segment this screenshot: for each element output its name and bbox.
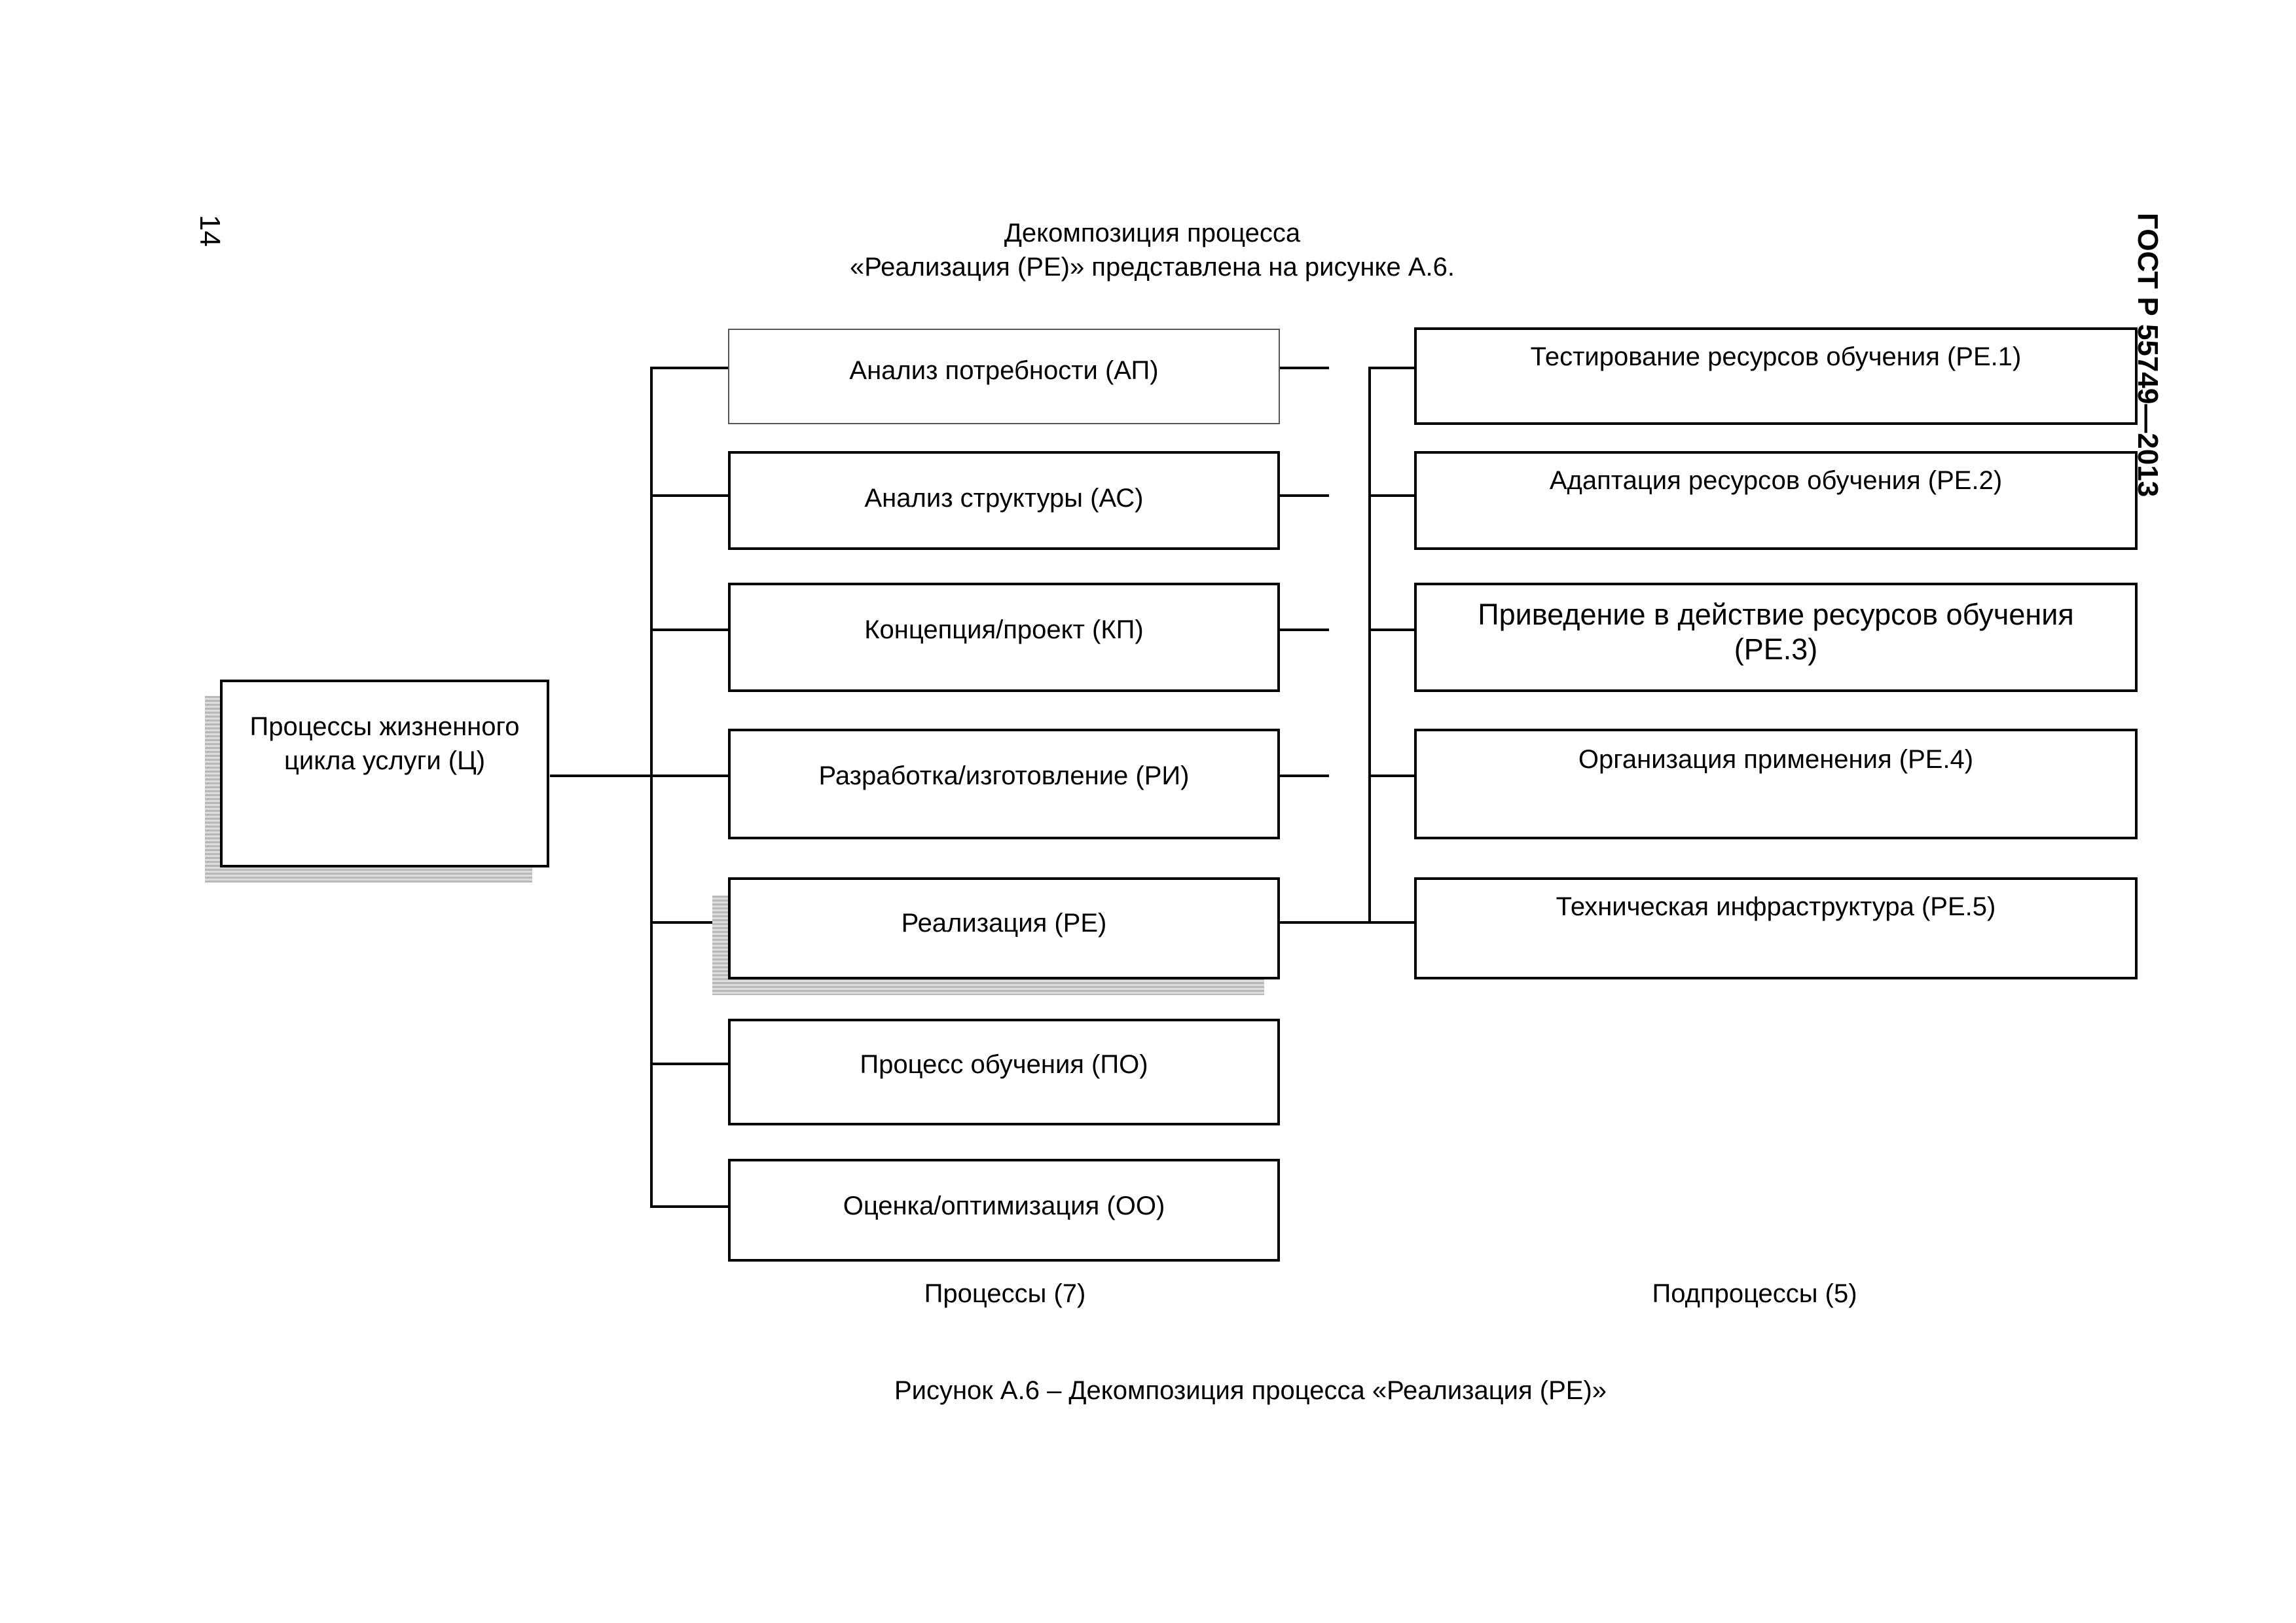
process-label: Процесс обучения (ПО) — [860, 1050, 1148, 1079]
process-label: Анализ потребности (АП) — [849, 356, 1159, 385]
subprocess-line-1: Адаптация ресурсов обучения (РЕ.2) — [1549, 466, 2003, 495]
process-box-re: Реализация (РЕ) — [728, 877, 1280, 979]
figure-caption: Рисунок А.6 – Декомпозиция процесса «Реа… — [894, 1376, 1607, 1405]
column-label-processes: Процессы (7) — [924, 1279, 1086, 1308]
process-box-ri: Разработка/изготовление (РИ) — [728, 729, 1280, 839]
subprocess-line-1: Организация применения (РЕ.4) — [1578, 745, 1974, 774]
process-box-ap: Анализ потребности (АП) — [728, 329, 1280, 424]
process-label: Разработка/изготовление (РИ) — [818, 761, 1190, 790]
process-box-as: Анализ структуры (АС) — [728, 451, 1280, 550]
subprocess-line-2: (РЕ.3) — [1734, 632, 1818, 666]
intro-text: Декомпозиция процесса «Реализация (РЕ)» … — [759, 216, 1545, 284]
process-label: Оценка/оптимизация (ОО) — [843, 1192, 1165, 1220]
subprocess-box-re5: Техническая инфраструктура (РЕ.5) — [1414, 877, 2138, 979]
root-process-box: Процессы жизненного цикла услуги (Ц) — [220, 680, 549, 867]
process-label: Реализация (РЕ) — [901, 909, 1107, 938]
column-label-subprocesses: Подпроцессы (5) — [1652, 1279, 1857, 1308]
process-label: Анализ структуры (АС) — [864, 484, 1144, 513]
process-box-oo: Оценка/оптимизация (ОО) — [728, 1159, 1280, 1262]
subprocess-line-1: Техническая инфраструктура (РЕ.5) — [1556, 892, 1996, 921]
subprocess-box-re4: Организация применения (РЕ.4) — [1414, 729, 2138, 839]
process-label: Концепция/проект (КП) — [864, 615, 1144, 644]
intro-line-2: «Реализация (РЕ)» представлена на рисунк… — [849, 253, 1455, 282]
subprocess-line-1: Приведение в действие ресурсов обучения — [1478, 598, 2074, 631]
intro-line-1: Декомпозиция процесса — [1004, 219, 1301, 247]
subprocess-box-re3: Приведение в действие ресурсов обучения … — [1414, 583, 2138, 692]
process-box-kp: Концепция/проект (КП) — [728, 583, 1280, 692]
root-line-2: цикла услуги (Ц) — [283, 746, 486, 775]
process-box-po: Процесс обучения (ПО) — [728, 1019, 1280, 1125]
subprocess-box-re1: Тестирование ресурсов обучения (РЕ.1) — [1414, 327, 2138, 425]
subprocess-line-1: Тестирование ресурсов обучения (РЕ.1) — [1530, 342, 2022, 371]
subprocess-box-re2: Адаптация ресурсов обучения (РЕ.2) — [1414, 451, 2138, 550]
root-line-1: Процессы жизненного — [249, 712, 520, 741]
